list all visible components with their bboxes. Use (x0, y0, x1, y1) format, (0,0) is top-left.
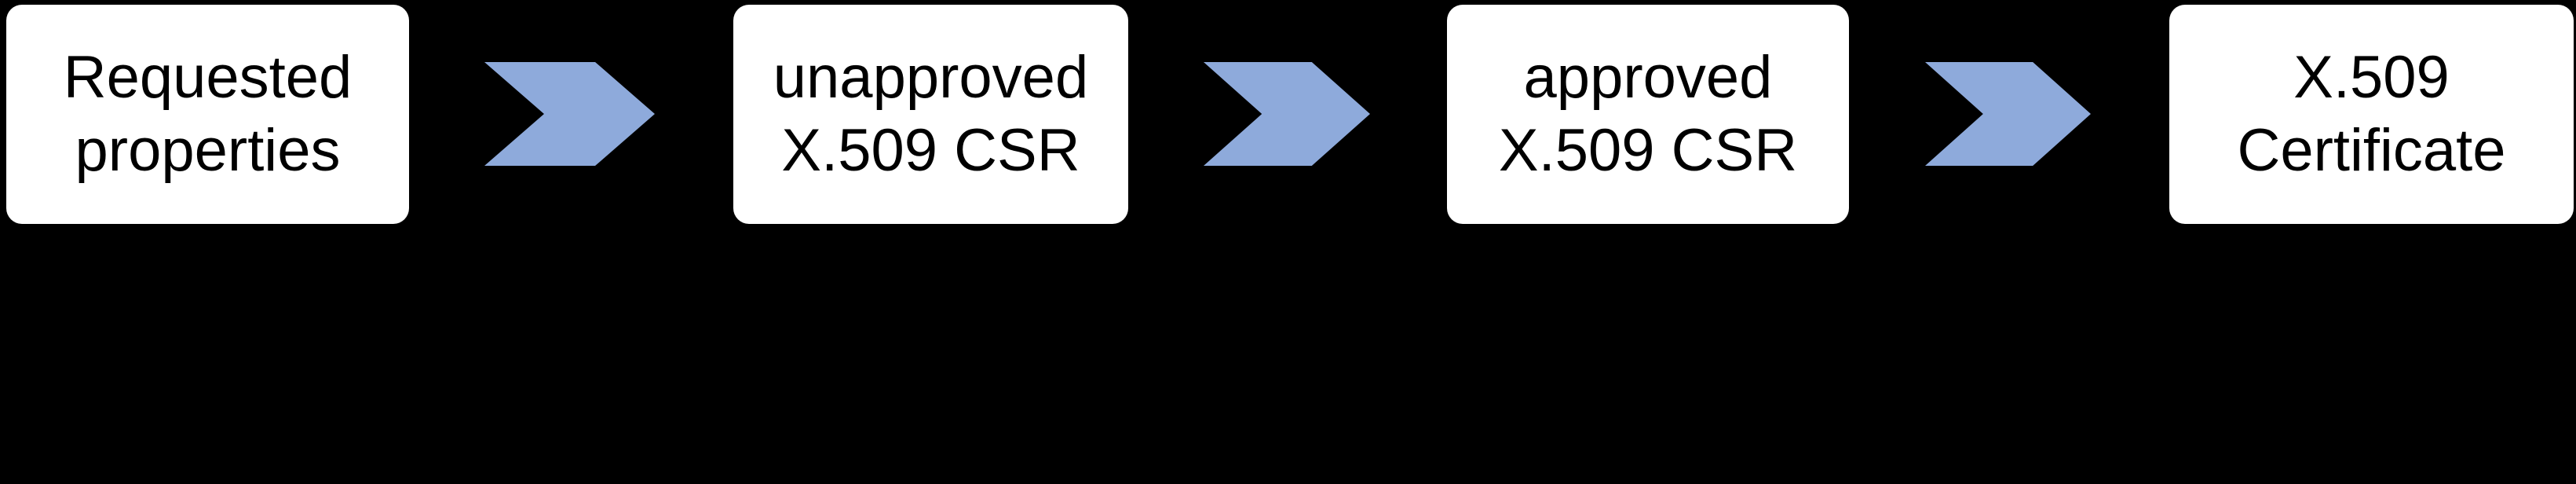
flow-step-approved-csr: approved X.509 CSR (1447, 5, 1849, 224)
chevron-right-icon (1204, 62, 1370, 166)
flow-step-unapproved-csr: unapproved X.509 CSR (733, 5, 1128, 224)
flow-step-x509-certificate: X.509 Certificate (2169, 5, 2574, 224)
flow-step-label: approved X.509 CSR (1498, 43, 1798, 184)
flow-step-requested-properties: Requested properties (6, 5, 409, 224)
chevron-right-icon (484, 62, 655, 166)
flow-step-label: X.509 Certificate (2237, 43, 2506, 184)
flow-step-label: unapproved X.509 CSR (773, 43, 1089, 184)
flow-step-label: Requested properties (63, 43, 353, 184)
chevron-right-icon (1925, 62, 2091, 166)
